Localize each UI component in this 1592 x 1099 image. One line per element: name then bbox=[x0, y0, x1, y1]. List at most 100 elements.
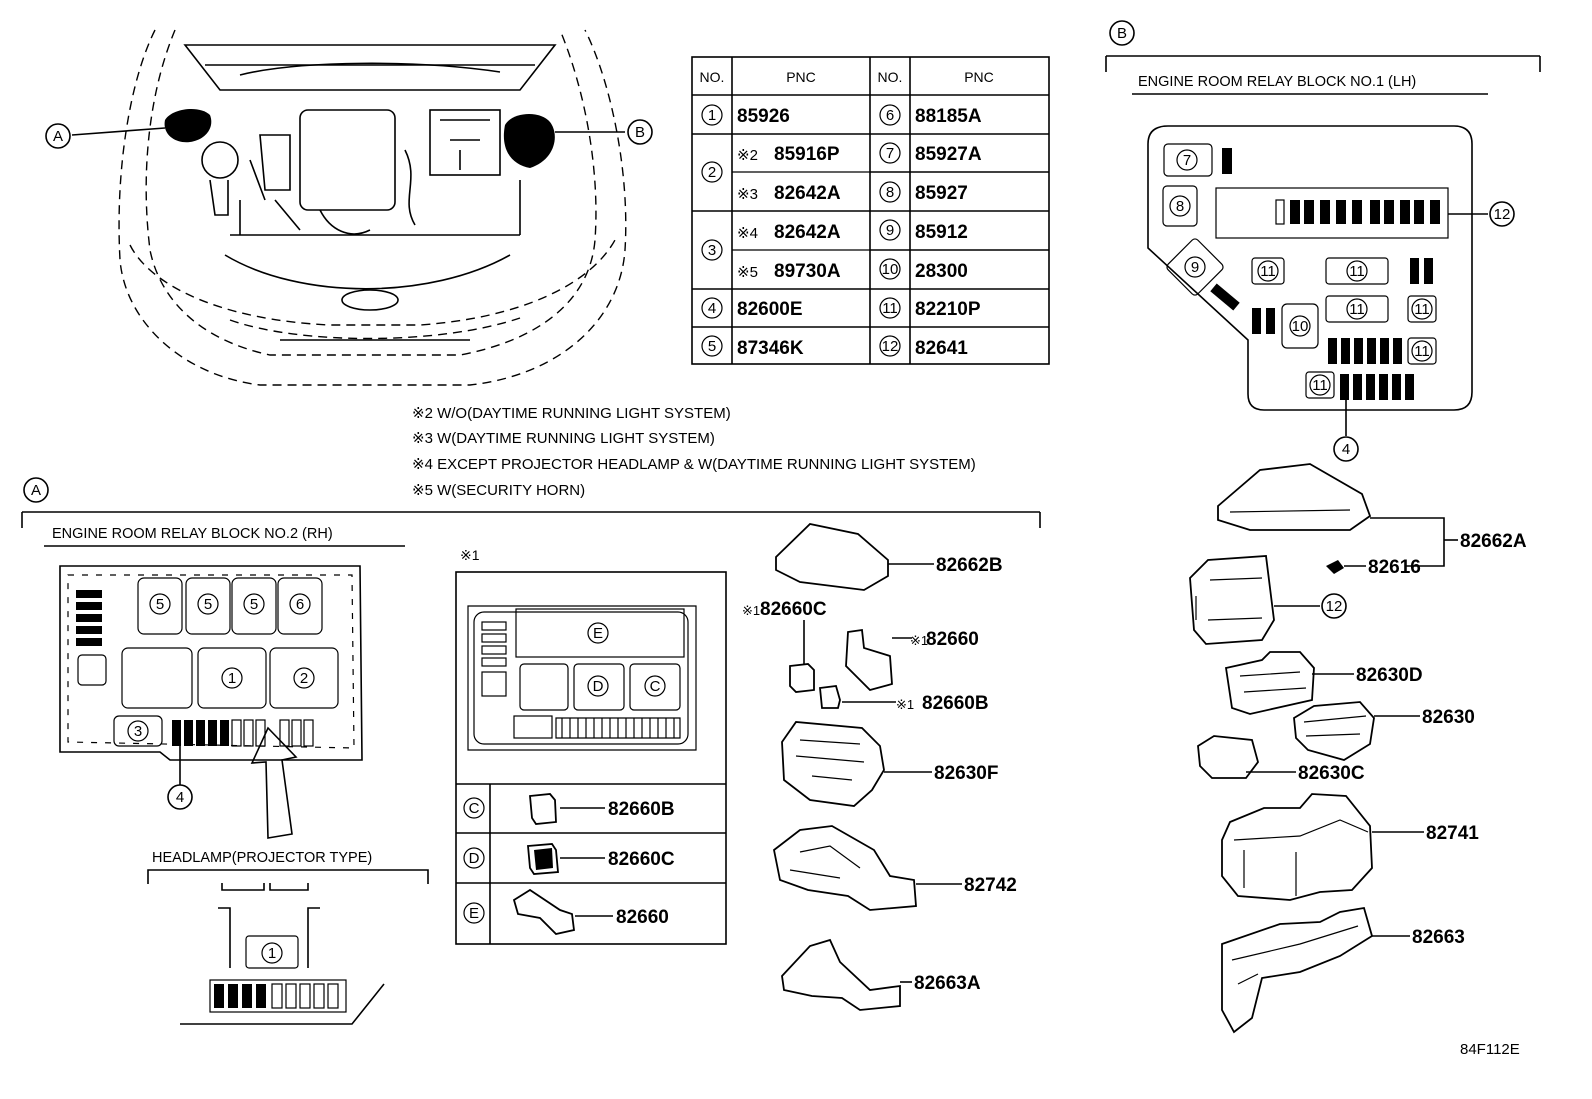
svg-text:C: C bbox=[469, 800, 480, 817]
svg-text:12: 12 bbox=[1326, 598, 1343, 615]
header-pnc-left: PNC bbox=[786, 69, 816, 85]
part-82663 bbox=[1221, 906, 1374, 1034]
headlamp-label: HEADLAMP(PROJECTOR TYPE) bbox=[152, 850, 372, 866]
svg-text:2: 2 bbox=[300, 670, 308, 687]
svg-text:3: 3 bbox=[708, 242, 716, 259]
svg-text:E: E bbox=[469, 905, 479, 922]
svg-text:6: 6 bbox=[296, 596, 304, 613]
label-82660-e: 82660 bbox=[616, 907, 669, 928]
svg-text:4: 4 bbox=[176, 789, 184, 806]
callout-b-engine: B bbox=[627, 119, 653, 145]
pnc-3a: 82642A bbox=[774, 222, 841, 243]
section-b: B ENGINE ROOM RELAY BLOCK NO.1 (LH) 7 8 … bbox=[1105, 20, 1541, 1034]
svg-text:※3: ※3 bbox=[737, 186, 758, 203]
svg-text:3: 3 bbox=[134, 723, 142, 740]
svg-text:1: 1 bbox=[268, 945, 276, 962]
pnc-3b: 89730A bbox=[774, 261, 841, 282]
svg-text:※2: ※2 bbox=[737, 147, 758, 164]
pnc-table: NO. PNC NO. PNC 1 2 3 4 5 85926 ※2 85916… bbox=[691, 56, 1050, 365]
part-82630 bbox=[1293, 701, 1375, 761]
label-82630c: 82630C bbox=[1298, 763, 1365, 784]
svg-text:4: 4 bbox=[708, 300, 716, 317]
pnc-7: 85927A bbox=[915, 144, 982, 165]
svg-text:10: 10 bbox=[1292, 318, 1309, 335]
svg-text:9: 9 bbox=[886, 222, 894, 239]
header-no-left: NO. bbox=[700, 69, 725, 85]
label-82663: 82663 bbox=[1412, 927, 1465, 948]
svg-text:7: 7 bbox=[886, 145, 894, 162]
label-82663a: 82663A bbox=[914, 973, 981, 994]
label-82616: 82616 bbox=[1368, 557, 1421, 578]
part-82630c bbox=[1197, 735, 1259, 779]
label-82660b: 82660B bbox=[922, 693, 989, 714]
svg-text:※5: ※5 bbox=[737, 264, 758, 281]
fuse-row-a bbox=[172, 719, 314, 747]
svg-text:5: 5 bbox=[156, 596, 164, 613]
svg-text:2: 2 bbox=[708, 164, 716, 181]
pnc-5: 87346K bbox=[737, 338, 804, 359]
svg-text:4: 4 bbox=[1342, 441, 1350, 458]
svg-text:11: 11 bbox=[882, 300, 898, 317]
label-82630d: 82630D bbox=[1356, 665, 1423, 686]
pnc-2a: 85916P bbox=[774, 144, 840, 165]
pnc-1: 85926 bbox=[737, 106, 790, 127]
svg-text:※1: ※1 bbox=[742, 603, 760, 618]
svg-text:7: 7 bbox=[1183, 152, 1191, 169]
fuse-strip-left bbox=[76, 590, 107, 686]
svg-text:D: D bbox=[593, 678, 604, 695]
label-82662a: 82662A bbox=[1460, 531, 1527, 552]
svg-text:5: 5 bbox=[250, 596, 258, 613]
part-82660b-small bbox=[529, 793, 557, 825]
part-82641 bbox=[1189, 555, 1275, 645]
label-82630f: 82630F bbox=[934, 763, 998, 784]
svg-text:11: 11 bbox=[1414, 343, 1430, 360]
pnc-10: 28300 bbox=[915, 261, 968, 282]
label-82662b: 82662B bbox=[936, 555, 1003, 576]
header-pnc-right: PNC bbox=[964, 69, 994, 85]
part-82741 bbox=[1221, 793, 1373, 901]
note-3: ※3 W(DAYTIME RUNNING LIGHT SYSTEM) bbox=[412, 430, 715, 447]
part-82660c bbox=[789, 663, 815, 693]
svg-text:12: 12 bbox=[882, 338, 899, 355]
part-82663a bbox=[781, 938, 901, 1011]
pnc-11: 82210P bbox=[915, 299, 981, 320]
svg-text:5: 5 bbox=[204, 596, 212, 613]
label-82660b-c: 82660B bbox=[608, 799, 675, 820]
section-b-title: ENGINE ROOM RELAY BLOCK NO.1 (LH) bbox=[1138, 74, 1416, 90]
svg-text:9: 9 bbox=[1191, 259, 1199, 276]
label-82660c: 82660C bbox=[760, 599, 827, 620]
pnc-4: 82600E bbox=[737, 299, 803, 320]
svg-text:6: 6 bbox=[886, 107, 894, 124]
pnc-6: 88185A bbox=[915, 106, 982, 127]
pnc-12: 82641 bbox=[915, 338, 968, 359]
svg-text:E: E bbox=[593, 625, 603, 642]
svg-text:※4: ※4 bbox=[737, 225, 758, 242]
part-82660b bbox=[819, 685, 841, 709]
svg-text:1: 1 bbox=[228, 670, 236, 687]
label-82630: 82630 bbox=[1422, 707, 1475, 728]
svg-text:B: B bbox=[635, 124, 645, 141]
note-2: ※2 W/O(DAYTIME RUNNING LIGHT SYSTEM) bbox=[412, 405, 731, 422]
svg-text:1: 1 bbox=[708, 107, 716, 124]
part-82630f bbox=[781, 721, 885, 807]
svg-text:11: 11 bbox=[1349, 263, 1365, 280]
svg-text:C: C bbox=[650, 678, 661, 695]
svg-text:10: 10 bbox=[882, 261, 899, 278]
label-82741: 82741 bbox=[1426, 823, 1479, 844]
label-82660c-d: 82660C bbox=[608, 849, 675, 870]
note-4: ※4 EXCEPT PROJECTOR HEADLAMP & W(DAYTIME… bbox=[412, 456, 976, 473]
label-82660: 82660 bbox=[926, 629, 979, 650]
inset-mark: ※1 bbox=[460, 547, 480, 563]
svg-text:11: 11 bbox=[1260, 263, 1276, 280]
svg-text:8: 8 bbox=[886, 184, 894, 201]
svg-text:11: 11 bbox=[1414, 301, 1430, 318]
figure-code: 84F112E bbox=[1460, 1041, 1520, 1058]
headlamp-fuse-row bbox=[214, 983, 339, 1009]
svg-text:※1: ※1 bbox=[896, 697, 914, 712]
svg-text:※1: ※1 bbox=[910, 633, 928, 648]
pnc-8: 85927 bbox=[915, 183, 968, 204]
label-82742: 82742 bbox=[964, 875, 1017, 896]
part-82660 bbox=[845, 628, 893, 692]
